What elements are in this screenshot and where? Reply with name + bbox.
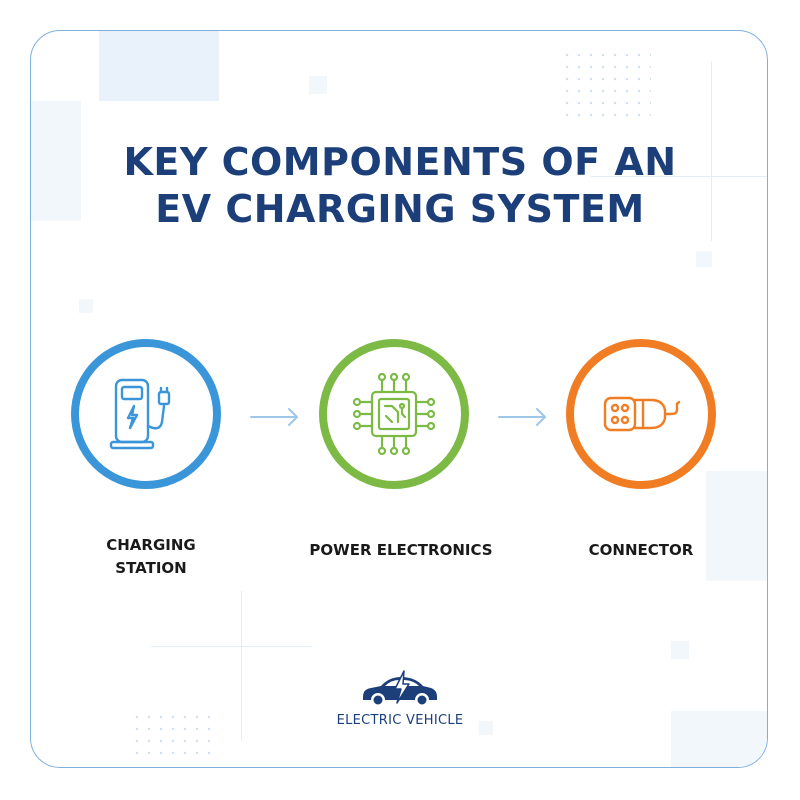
title-line-2: EV CHARGING SYSTEM [155, 187, 645, 231]
background-line [591, 176, 767, 177]
brand-text: ELECTRIC VEHICLE [336, 713, 464, 728]
background-dots [131, 711, 211, 761]
background-square [479, 721, 493, 735]
label-line-2: STATION [115, 559, 187, 577]
background-square [706, 471, 767, 581]
arrow-right-icon [250, 408, 298, 426]
background-line [711, 61, 712, 241]
background-square [99, 31, 219, 101]
charging-station-circle [71, 339, 221, 489]
background-square [309, 76, 327, 94]
background-dots [561, 49, 651, 119]
charging-station-icon [109, 378, 171, 450]
connector-circle [566, 339, 716, 489]
background-square [31, 101, 81, 221]
arrow-right-icon [498, 408, 546, 426]
power-electronics-circle [319, 339, 469, 489]
component-label-power-electronics: POWER ELECTRONICS [309, 541, 493, 559]
component-label-connector: CONNECTOR [588, 541, 694, 559]
background-square [79, 299, 93, 313]
background-line [151, 646, 311, 647]
background-square [671, 641, 689, 659]
diagram-card: KEY COMPONENTS OF AN EV CHARGING SYSTEM [30, 30, 768, 768]
background-square [671, 711, 767, 767]
page-title: KEY COMPONENTS OF AN EV CHARGING SYSTEM [31, 139, 767, 233]
circuit-chip-icon [352, 372, 436, 456]
electric-car-icon [363, 670, 437, 707]
plug-connector-icon [603, 396, 681, 432]
label-line-1: CHARGING [106, 536, 196, 554]
title-line-1: KEY COMPONENTS OF AN [123, 140, 677, 184]
background-square [696, 251, 712, 267]
component-label-charging-station: CHARGING STATION [71, 534, 231, 580]
background-line [241, 591, 242, 741]
